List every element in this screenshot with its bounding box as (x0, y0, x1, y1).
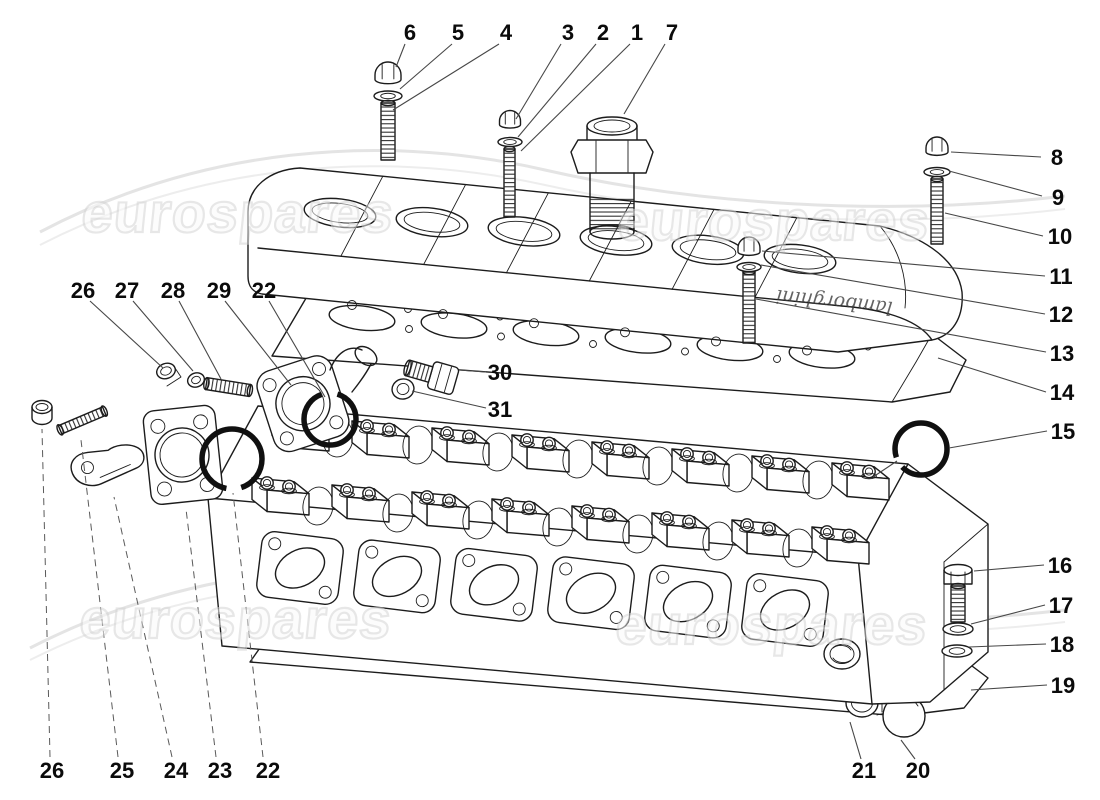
callout-26-lower[interactable]: 26 (39, 758, 65, 783)
callout-21[interactable]: 21 (851, 758, 877, 783)
callout-4[interactable]: 4 (499, 20, 513, 45)
callout-8[interactable]: 8 (1050, 145, 1064, 170)
callout-24[interactable]: 24 (163, 758, 189, 783)
callout-11[interactable]: 11 (1049, 264, 1073, 289)
callout-22-upper[interactable]: 22 (251, 278, 277, 303)
callout-22-lower[interactable]: 22 (255, 758, 281, 783)
callout-16[interactable]: 16 (1047, 553, 1073, 578)
callout-20[interactable]: 20 (905, 758, 931, 783)
callout-30[interactable]: 30 (487, 360, 513, 385)
callout-7[interactable]: 7 (665, 20, 679, 45)
callout-15[interactable]: 15 (1050, 419, 1076, 444)
callout-5[interactable]: 5 (451, 20, 465, 45)
callout-23[interactable]: 23 (207, 758, 233, 783)
callout-31[interactable]: 31 (487, 397, 513, 422)
callout-13[interactable]: 13 (1049, 341, 1075, 366)
callout-14[interactable]: 14 (1049, 380, 1075, 405)
callout-2[interactable]: 2 (596, 20, 610, 45)
callout-25[interactable]: 25 (109, 758, 135, 783)
callout-9[interactable]: 9 (1051, 185, 1065, 210)
callout-28[interactable]: 28 (160, 278, 186, 303)
callout-18[interactable]: 18 (1049, 632, 1075, 657)
callout-3[interactable]: 3 (561, 20, 575, 45)
callout-27[interactable]: 27 (114, 278, 140, 303)
callout-26-upper[interactable]: 26 (70, 278, 96, 303)
callout-29[interactable]: 29 (206, 278, 232, 303)
callout-19[interactable]: 19 (1050, 673, 1076, 698)
callout-1[interactable]: 1 (630, 20, 644, 45)
callout-10[interactable]: 10 (1047, 224, 1073, 249)
callout-6[interactable]: 6 (403, 20, 417, 45)
callout-12[interactable]: 12 (1048, 302, 1074, 327)
callout-17[interactable]: 17 (1048, 593, 1074, 618)
